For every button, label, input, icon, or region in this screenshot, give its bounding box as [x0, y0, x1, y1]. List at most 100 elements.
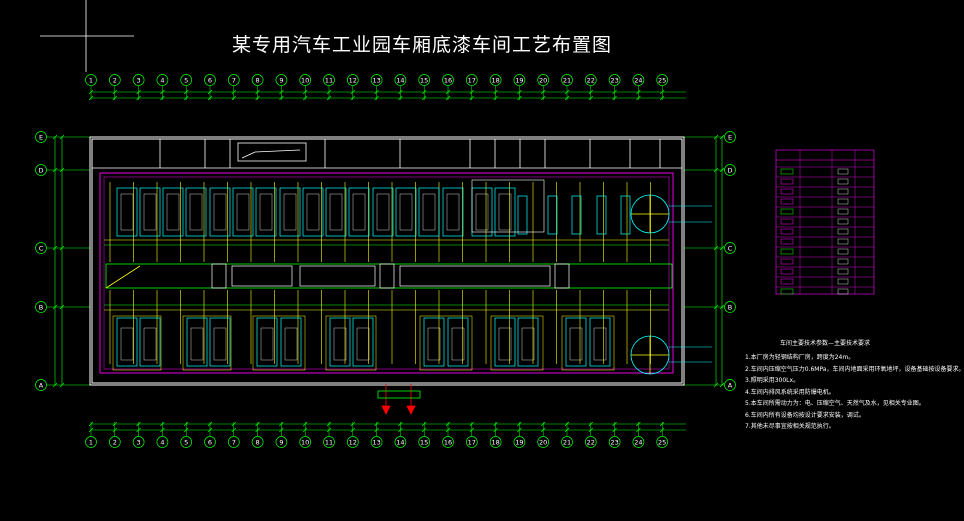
column-axis-label: 19	[515, 438, 523, 446]
column-axis-label: 8	[256, 76, 260, 84]
column-axis-circle	[346, 74, 359, 86]
row-axis-circle	[724, 131, 736, 143]
column-axis-circle	[513, 436, 526, 448]
row-axis-label: C	[39, 244, 44, 252]
note-line: 4.车间内排风系统采用防爆电机。	[745, 388, 835, 396]
column-axis-label: 22	[587, 76, 595, 84]
column-axis-label: 11	[325, 438, 333, 446]
column-axis-label: 18	[491, 76, 499, 84]
booth	[494, 187, 516, 237]
booth	[186, 317, 208, 367]
column-axis-circle	[608, 436, 621, 448]
transfer-channel	[105, 263, 673, 289]
column-axis-circle	[275, 74, 288, 86]
column-axis-label: 3	[137, 438, 141, 446]
column-axis-circle	[418, 74, 431, 86]
column-axis-circle	[442, 74, 454, 86]
column-axis-circle	[561, 436, 573, 448]
note-line: 6.车间内所有设备均按设计要求安装，调试。	[745, 411, 865, 419]
booth	[209, 317, 231, 367]
note-line: 5.本车间所需动力为：电、压缩空气、天然气及水，见相关专业图。	[745, 400, 925, 407]
column-axis-label: 6	[208, 76, 212, 84]
column-axis-circle	[156, 74, 169, 86]
column-axis-circle	[180, 436, 193, 448]
column-axis-circle	[132, 436, 145, 448]
booth	[329, 317, 351, 367]
column-axis-circle	[442, 436, 454, 448]
booth	[325, 187, 347, 237]
technical-notes: 1.本厂房为轻钢结构厂房，跨度为24m。 2.车间内压缩空气压力0.6MPa，车…	[745, 352, 964, 433]
note-line: 7.其他未尽事宜按相关规范执行。	[745, 423, 835, 430]
column-axis-label: 13	[372, 438, 380, 446]
note-line: 2.车间内压缩空气压力0.6MPa，车间内地面采用环氧地坪，设备基础按设备要求。	[745, 365, 964, 373]
column-axis-circle	[108, 436, 121, 448]
column-axis-circle	[489, 436, 502, 448]
booth	[395, 187, 417, 237]
drawing-title: 某专用汽车工业园车厢底漆车间工艺布置图	[232, 34, 613, 56]
column-axis-label: 24	[634, 438, 642, 446]
column-axis-label: 4	[160, 438, 164, 446]
booth	[589, 317, 611, 367]
column-axis-circle	[632, 436, 645, 448]
column-axis-circle	[180, 74, 193, 86]
row-axis-circle	[35, 301, 47, 313]
column-axis-circle	[204, 74, 216, 86]
column-axis-circle	[323, 74, 335, 86]
column-axis-label: 20	[539, 76, 547, 84]
column-axis-label: 24	[634, 76, 642, 84]
column-axis-label: 23	[610, 76, 618, 84]
column-axis-circle	[156, 436, 169, 448]
column-axis-label: 12	[349, 438, 357, 446]
booth	[209, 187, 231, 237]
column-axis-label: 11	[325, 76, 333, 84]
row-axis-circle	[724, 379, 736, 391]
column-axis-circle	[132, 74, 145, 86]
column-axis-label: 1	[89, 438, 93, 446]
duct-outlets	[377, 384, 421, 415]
column-axis-circle	[299, 74, 312, 86]
column-axis-circle	[394, 436, 407, 448]
paint-zone-boundary	[99, 172, 674, 374]
row-axis-circle	[35, 379, 47, 391]
column-axis-label: 2	[113, 438, 117, 446]
booth	[185, 187, 207, 237]
row-axis-label: E	[728, 133, 732, 141]
notes-title: 车间主要技术参数—主要技术要求	[780, 340, 871, 347]
booth	[302, 187, 324, 237]
row-axis-circle	[35, 131, 47, 143]
booth	[352, 317, 374, 367]
column-axis-label: 10	[301, 76, 309, 84]
column-axis-label: 8	[256, 438, 260, 446]
column-axis-circle	[251, 436, 264, 448]
row-axis-label: A	[39, 381, 44, 389]
column-axis-circle	[465, 74, 478, 86]
column-axis-label: 14	[396, 76, 404, 84]
column-axis-circle	[632, 74, 645, 86]
row-axis-circle	[724, 242, 736, 254]
booth	[447, 317, 469, 367]
column-axis-label: 5	[184, 438, 188, 446]
fan-ducts	[669, 205, 712, 363]
booth	[279, 187, 301, 237]
column-axis-label: 14	[396, 438, 404, 446]
column-axis-label: 6	[208, 438, 212, 446]
booth	[471, 187, 493, 237]
booth	[517, 317, 539, 367]
row-axis-label: D	[38, 166, 43, 174]
note-line: 1.本厂房为轻钢结构厂房，跨度为24m。	[745, 354, 855, 361]
column-axis-circle	[394, 74, 407, 86]
dimension-lines	[52, 89, 725, 433]
transfer-equipment	[211, 263, 570, 289]
column-axis-circle	[299, 436, 312, 448]
column-axis-label: 17	[468, 438, 476, 446]
column-axis-circle	[108, 74, 121, 86]
column-axis-label: 18	[491, 438, 499, 446]
column-axis-circle	[227, 74, 240, 86]
exhaust-fans	[630, 194, 670, 375]
row-axis-label: B	[728, 303, 732, 311]
booth	[116, 187, 138, 237]
column-axis-label: 25	[658, 76, 666, 84]
column-axis-label: 9	[279, 438, 283, 446]
column-axis-label: 15	[420, 438, 428, 446]
